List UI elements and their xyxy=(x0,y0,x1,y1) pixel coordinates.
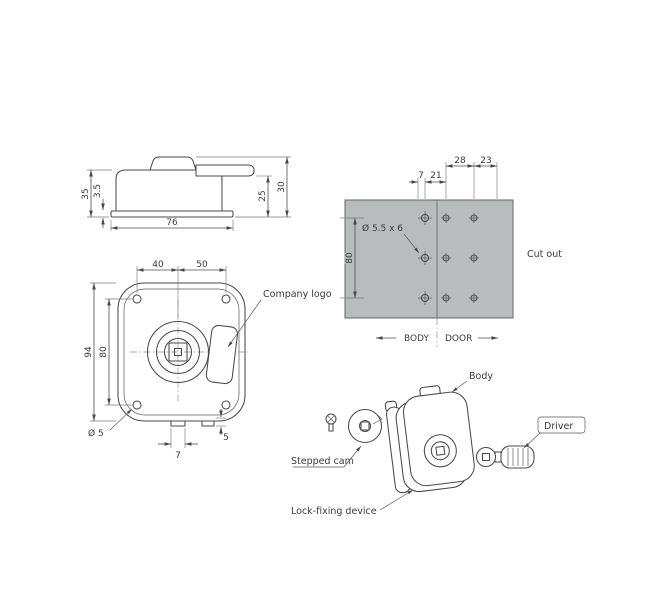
body-boss-circle xyxy=(423,434,457,468)
stepped-cam-square-hole xyxy=(360,421,370,431)
dim-23-label: 23 xyxy=(480,156,491,166)
cutout-view: 28 23 7 21 80 Ø 5.5 x 6 Cut out BODY DOO… xyxy=(340,156,562,347)
dim-50-label: 50 xyxy=(196,260,208,270)
body-boss-inner-circle xyxy=(430,441,450,461)
company-logo-plate xyxy=(205,324,239,385)
cutout-holes-body-column xyxy=(418,211,432,305)
boss-outer-circle xyxy=(146,320,210,384)
leader-hole-dia xyxy=(109,408,133,431)
front-view: 40 50 94 80 Ø 5 7 5 Company logo xyxy=(84,260,332,461)
stepped-cam-label: Stepped cam xyxy=(291,456,354,467)
driver-part xyxy=(475,445,535,469)
dim-7-label: 7 xyxy=(418,171,424,181)
square-drive-hole-inner xyxy=(173,347,183,357)
dim-28-label: 28 xyxy=(454,156,466,166)
cam-screw-shaft xyxy=(328,423,334,432)
square-drive-hole xyxy=(168,342,188,362)
stepped-cam-part xyxy=(325,408,383,444)
leader-stepped-cam xyxy=(293,445,362,468)
company-logo-label: Company logo xyxy=(263,289,332,300)
boss-mid-circle xyxy=(155,329,201,375)
exploded-body-assembly xyxy=(384,385,475,494)
driver-label: Driver xyxy=(544,421,573,432)
dim-5-label: 5 xyxy=(223,433,229,443)
leader-driver xyxy=(523,432,541,449)
dim-80-label: 80 xyxy=(345,252,355,264)
dim-94-label: 94 xyxy=(84,346,94,358)
dim-76-label: 76 xyxy=(166,218,178,228)
driver-disc xyxy=(475,446,497,468)
cutout-holes-door-columns xyxy=(441,213,479,303)
driver-label-box xyxy=(537,416,586,434)
stepped-cam-hub xyxy=(358,419,372,433)
dim-30-label: 30 xyxy=(277,181,287,193)
dim-3-5-label: 3.5 xyxy=(93,184,103,198)
cutout-label: Cut out xyxy=(527,249,562,260)
dim-35-label: 35 xyxy=(81,188,91,199)
stepped-cam-step xyxy=(372,411,383,425)
driver-square-hole xyxy=(481,452,491,462)
exploded-view: Body Driver Stepped cam Lock-fixing devi… xyxy=(291,371,586,517)
cam-screw-slot xyxy=(327,415,335,423)
dim-25-label: 25 xyxy=(258,190,268,201)
body-square-hole xyxy=(435,445,446,456)
body-side-label: BODY xyxy=(404,334,430,344)
mount-hole xyxy=(132,400,142,410)
dim-7-label: 7 xyxy=(175,451,181,461)
side-view-cam-arm xyxy=(195,164,255,177)
side-view: 35 3.5 76 25 30 xyxy=(81,156,291,231)
dim-80-label: 80 xyxy=(99,346,109,358)
dim-21-label: 21 xyxy=(430,171,441,181)
leader-lock-fixing xyxy=(379,489,414,511)
stepped-cam-disc xyxy=(347,408,383,444)
driver-barrel xyxy=(500,445,535,469)
leader-hole-note xyxy=(403,233,420,254)
mount-hole xyxy=(132,294,142,304)
lock-fixing-label: Lock-fixing device xyxy=(291,506,377,517)
leader-company-logo xyxy=(227,299,262,348)
boss-inner-circle xyxy=(163,337,193,367)
door-side-label: DOOR xyxy=(445,334,472,344)
dim-40-label: 40 xyxy=(152,260,164,270)
hole-dia-label: Ø 5 xyxy=(88,428,104,439)
body-front-face xyxy=(402,391,475,487)
hole-note-label: Ø 5.5 x 6 xyxy=(362,223,403,234)
side-view-cam xyxy=(149,156,197,171)
mount-hole xyxy=(221,294,231,304)
body-label: Body xyxy=(469,371,493,382)
leader-body xyxy=(451,380,468,393)
side-view-base-plate xyxy=(110,210,234,218)
mount-hole xyxy=(221,400,231,410)
